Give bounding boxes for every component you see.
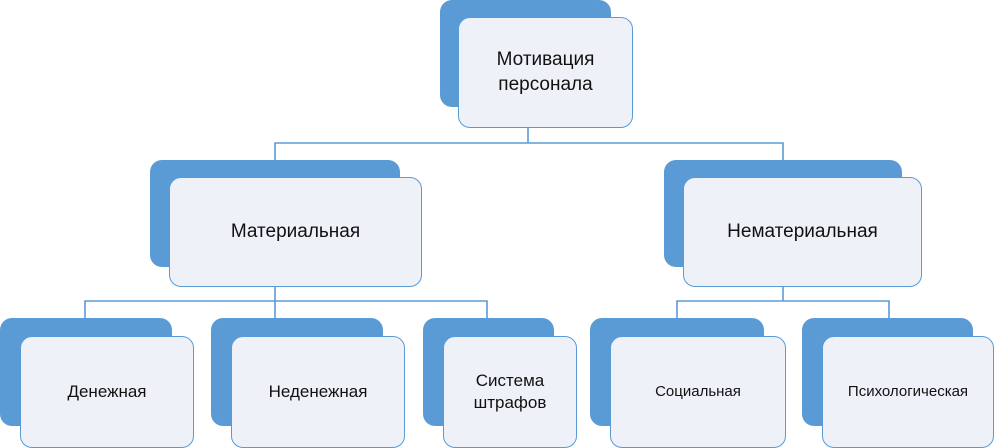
node-nonmonetary-label: Неденежная <box>268 381 368 401</box>
connector-nonmaterial-children <box>676 300 890 320</box>
node-social-label: Социальная <box>655 383 741 401</box>
connector-material-children <box>84 300 488 320</box>
node-nonmonetary: Неденежная <box>211 318 405 448</box>
node-monetary: Денежная <box>0 318 194 448</box>
node-motivation-label: Мотивация персонала <box>496 48 595 95</box>
node-nonmonetary-box: Неденежная <box>231 336 405 448</box>
node-penalty-system: Система штрафов <box>423 318 577 448</box>
node-penalty-system-box: Система штрафов <box>443 336 577 448</box>
node-nonmaterial-box: Нематериальная <box>683 177 922 287</box>
node-penalty-system-label: Система штрафов <box>473 370 547 412</box>
node-psychological-label: Психологическая <box>847 383 969 401</box>
node-material: Материальная <box>150 160 422 287</box>
node-social: Социальная <box>590 318 786 448</box>
node-material-box: Материальная <box>169 177 422 287</box>
connector-root-branches <box>274 142 784 163</box>
node-monetary-box: Денежная <box>20 336 194 448</box>
node-motivation: Мотивация персонала <box>440 0 633 128</box>
node-monetary-label: Денежная <box>67 381 147 401</box>
node-material-label: Материальная <box>230 220 361 242</box>
node-psychological-box: Психологическая <box>822 336 994 448</box>
node-psychological: Психологическая <box>802 318 995 448</box>
node-social-box: Социальная <box>610 336 786 448</box>
node-nonmaterial-label: Нематериальная <box>727 220 878 242</box>
node-nonmaterial: Нематериальная <box>664 160 922 287</box>
node-motivation-box: Мотивация персонала <box>458 17 633 128</box>
